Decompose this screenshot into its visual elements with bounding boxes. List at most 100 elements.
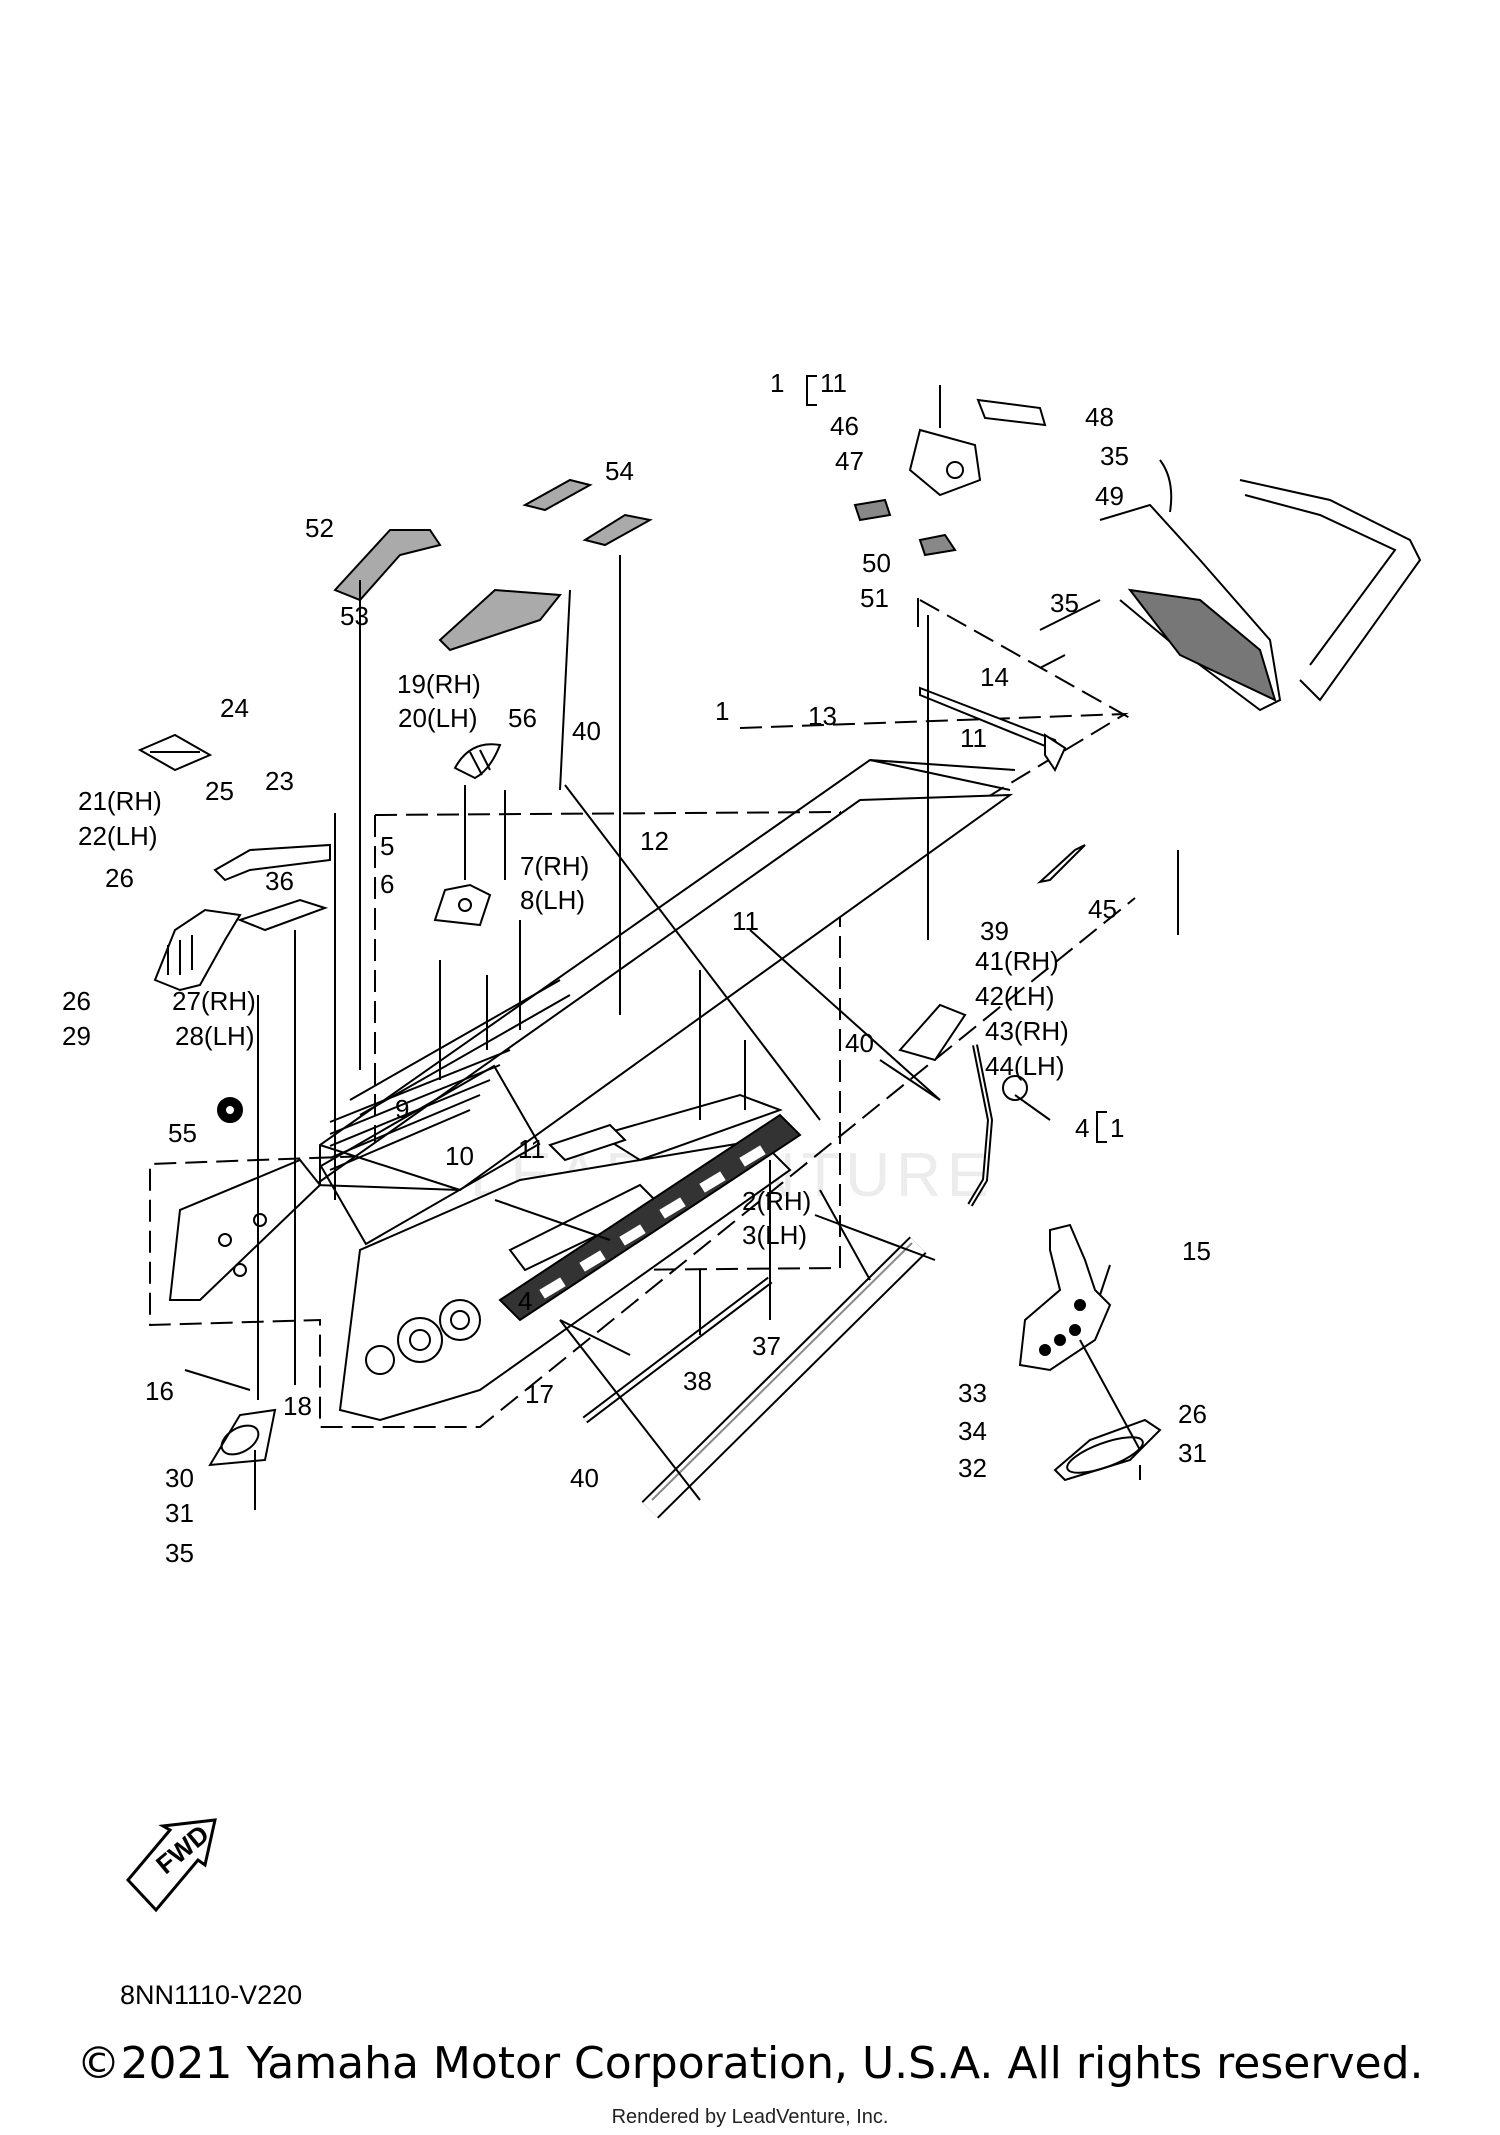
callout-45: 45 [1088,894,1117,924]
tunnel-vent-slots [329,1049,511,1171]
bracket-left-1: 1 [770,368,784,398]
callout-1: 1 [715,696,729,726]
callout-15: 15 [1182,1236,1211,1266]
part-43-44 [1002,1075,1028,1101]
rear-grab-bar [1099,479,1422,712]
callout-37: 37 [752,1331,781,1361]
callout-20: 20(LH) [398,703,477,733]
foot-plate [1018,1223,1112,1372]
bracket-left-4: 4 [1075,1113,1089,1143]
callout-12: 12 [640,826,669,856]
rail-38 [582,1276,773,1424]
callout-50: 50 [862,548,891,578]
bracket-right-11: 11 [820,368,847,398]
part-19-20 [453,743,502,780]
callout-10: 10 [445,1141,474,1171]
callout-40-c: 40 [570,1463,599,1493]
callout-33: 33 [958,1378,987,1408]
callout-27: 27(RH) [172,986,256,1016]
callout-47: 47 [835,446,864,476]
callout-35-b: 35 [1050,588,1079,618]
callout-43: 43(RH) [985,1016,1069,1046]
callout-2: 2(RH) [742,1186,811,1216]
callout-13: 13 [808,701,837,731]
part-45 [1036,844,1086,884]
callout-28: 28(LH) [175,1021,254,1051]
callout-26-b: 26 [62,986,91,1016]
copyright-notice: ©2021 Yamaha Motor Corporation, U.S.A. A… [76,2038,1424,2089]
callout-4: 4 [518,1286,532,1316]
callout-34: 34 [958,1416,987,1446]
callout-44: 44(LH) [985,1051,1064,1081]
callout-11-c: 11 [518,1134,545,1164]
callout-40-b: 40 [845,1028,874,1058]
rear-bumper-arm [967,1044,994,1207]
callout-31-a: 31 [165,1498,194,1528]
callout-39: 39 [980,916,1009,946]
part-14 [919,686,1067,773]
callout-55: 55 [168,1118,197,1148]
callout-49: 49 [1095,481,1124,511]
callout-7: 7(RH) [520,851,589,881]
callout-labels: 1 11 48 46 35 47 54 49 52 50 51 35 53 19… [62,368,1211,1880]
callout-8: 8(LH) [520,885,585,915]
foam-pads [333,478,653,652]
callout-24: 24 [220,693,249,723]
callout-11-b: 11 [732,906,759,936]
drawing-number: 8NN1110-V220 [120,1980,303,2010]
callout-19: 19(RH) [397,669,481,699]
part-21-22 [213,843,331,882]
callout-3: 3(LH) [742,1220,807,1250]
callout-36: 36 [265,866,294,896]
bracket-marks [806,375,1107,1143]
callout-35-c: 35 [165,1538,194,1568]
callout-18: 18 [283,1391,312,1421]
part-7-8 [433,883,492,927]
callout-29: 29 [62,1021,91,1051]
callout-54: 54 [605,456,634,486]
callout-26-c: 26 [1178,1399,1207,1429]
callout-23: 23 [265,766,294,796]
callout-35-a: 35 [1100,441,1129,471]
part-41-42 [898,1003,967,1062]
callout-31-b: 31 [1178,1438,1207,1468]
part-24 [137,733,213,772]
callout-9: 9 [395,1094,409,1124]
bracket-right-1: 1 [1110,1113,1124,1143]
part-36 [237,898,329,932]
step-32 [1053,1418,1162,1482]
part-27-28 [153,908,242,992]
leader-lines [184,385,1179,1510]
part-46 [908,428,982,497]
left-running-board [168,1158,322,1301]
callout-42: 42(LH) [975,981,1054,1011]
callout-16: 16 [145,1376,174,1406]
callout-56: 56 [508,703,537,733]
callout-40-a: 40 [572,716,601,746]
upper-rail [548,1093,783,1162]
callout-53: 53 [340,601,369,631]
callout-14: 14 [980,662,1009,692]
callout-17: 17 [525,1379,554,1409]
callout-52: 52 [305,513,334,543]
callout-22: 22(LH) [78,821,157,851]
step-30 [208,1408,277,1467]
callout-46: 46 [830,411,859,441]
bumper-tube-37 [641,1236,927,1519]
parts-50-51 [853,498,957,557]
callout-5: 5 [380,831,394,861]
fwd-arrow [125,1818,217,1913]
callout-30: 30 [165,1463,194,1493]
rendered-by-credit: Rendered by LeadVenture, Inc. [611,2106,889,2128]
callout-25: 25 [205,776,234,806]
callout-38: 38 [683,1366,712,1396]
side-rail-4 [498,1113,802,1322]
callout-41: 41(RH) [975,946,1059,976]
callout-32: 32 [958,1453,987,1483]
callout-48: 48 [1085,402,1114,432]
callout-6: 6 [380,869,394,899]
callout-26-a: 26 [105,863,134,893]
callout-51: 51 [860,583,889,613]
